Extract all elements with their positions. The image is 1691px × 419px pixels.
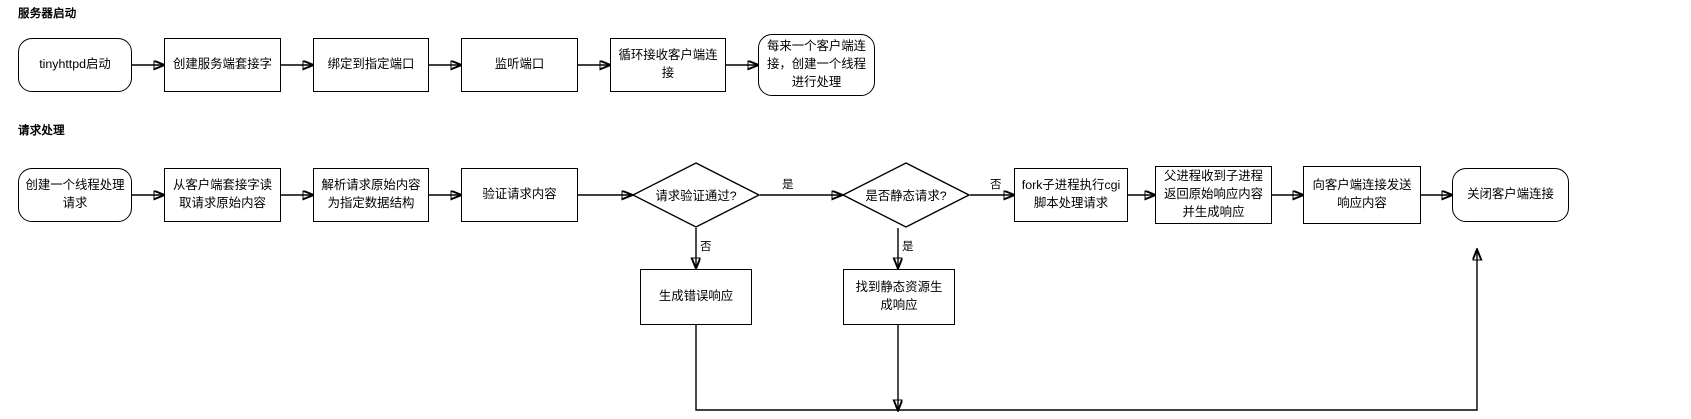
node-create-server-socket[interactable]: 创建服务端套接字 xyxy=(164,38,281,92)
node-bind-port[interactable]: 绑定到指定端口 xyxy=(313,38,429,92)
node-send-response[interactable]: 向客户端连接发送响应内容 xyxy=(1303,166,1421,224)
edge-label-d1-no: 否 xyxy=(700,241,712,253)
edge-b1-m7-loop xyxy=(695,250,1477,411)
node-parse-request[interactable]: 解析请求原始内容为指定数据结构 xyxy=(313,168,429,222)
edge-label-d2-yes: 是 xyxy=(902,241,914,253)
node-close-connection[interactable]: 关闭客户端连接 xyxy=(1452,168,1569,222)
node-listen-port[interactable]: 监听端口 xyxy=(461,38,578,92)
section-title-server-start: 服务器启动 xyxy=(18,8,77,20)
node-tinyhttpd-start[interactable]: tinyhttpd启动 xyxy=(18,38,132,92)
node-create-thread-handle-request[interactable]: 创建一个线程处理请求 xyxy=(18,168,132,222)
node-generate-error-response[interactable]: 生成错误响应 xyxy=(640,269,752,325)
node-fork-cgi[interactable]: fork子进程执行cgi脚本处理请求 xyxy=(1014,168,1128,222)
node-parent-build-response[interactable]: 父进程收到子进程返回原始响应内容并生成响应 xyxy=(1155,166,1272,224)
section-title-request-handling: 请求处理 xyxy=(18,125,65,137)
node-accept-loop[interactable]: 循环接收客户端连接 xyxy=(610,38,726,92)
node-validate-request[interactable]: 验证请求内容 xyxy=(461,168,578,222)
edge-label-d2-no: 否 xyxy=(990,179,1002,191)
node-read-raw-request[interactable]: 从客户端套接字读取请求原始内容 xyxy=(164,168,281,222)
edge-label-d1-yes: 是 xyxy=(782,179,794,191)
node-spawn-thread-per-connection[interactable]: 每来一个客户端连接，创建一个线程进行处理 xyxy=(758,34,875,96)
node-static-resource-response[interactable]: 找到静态资源生成响应 xyxy=(843,269,955,325)
decision-request-valid[interactable]: 请求验证通过? xyxy=(631,162,761,228)
decision-is-static-request[interactable]: 是否静态请求? xyxy=(841,162,971,228)
